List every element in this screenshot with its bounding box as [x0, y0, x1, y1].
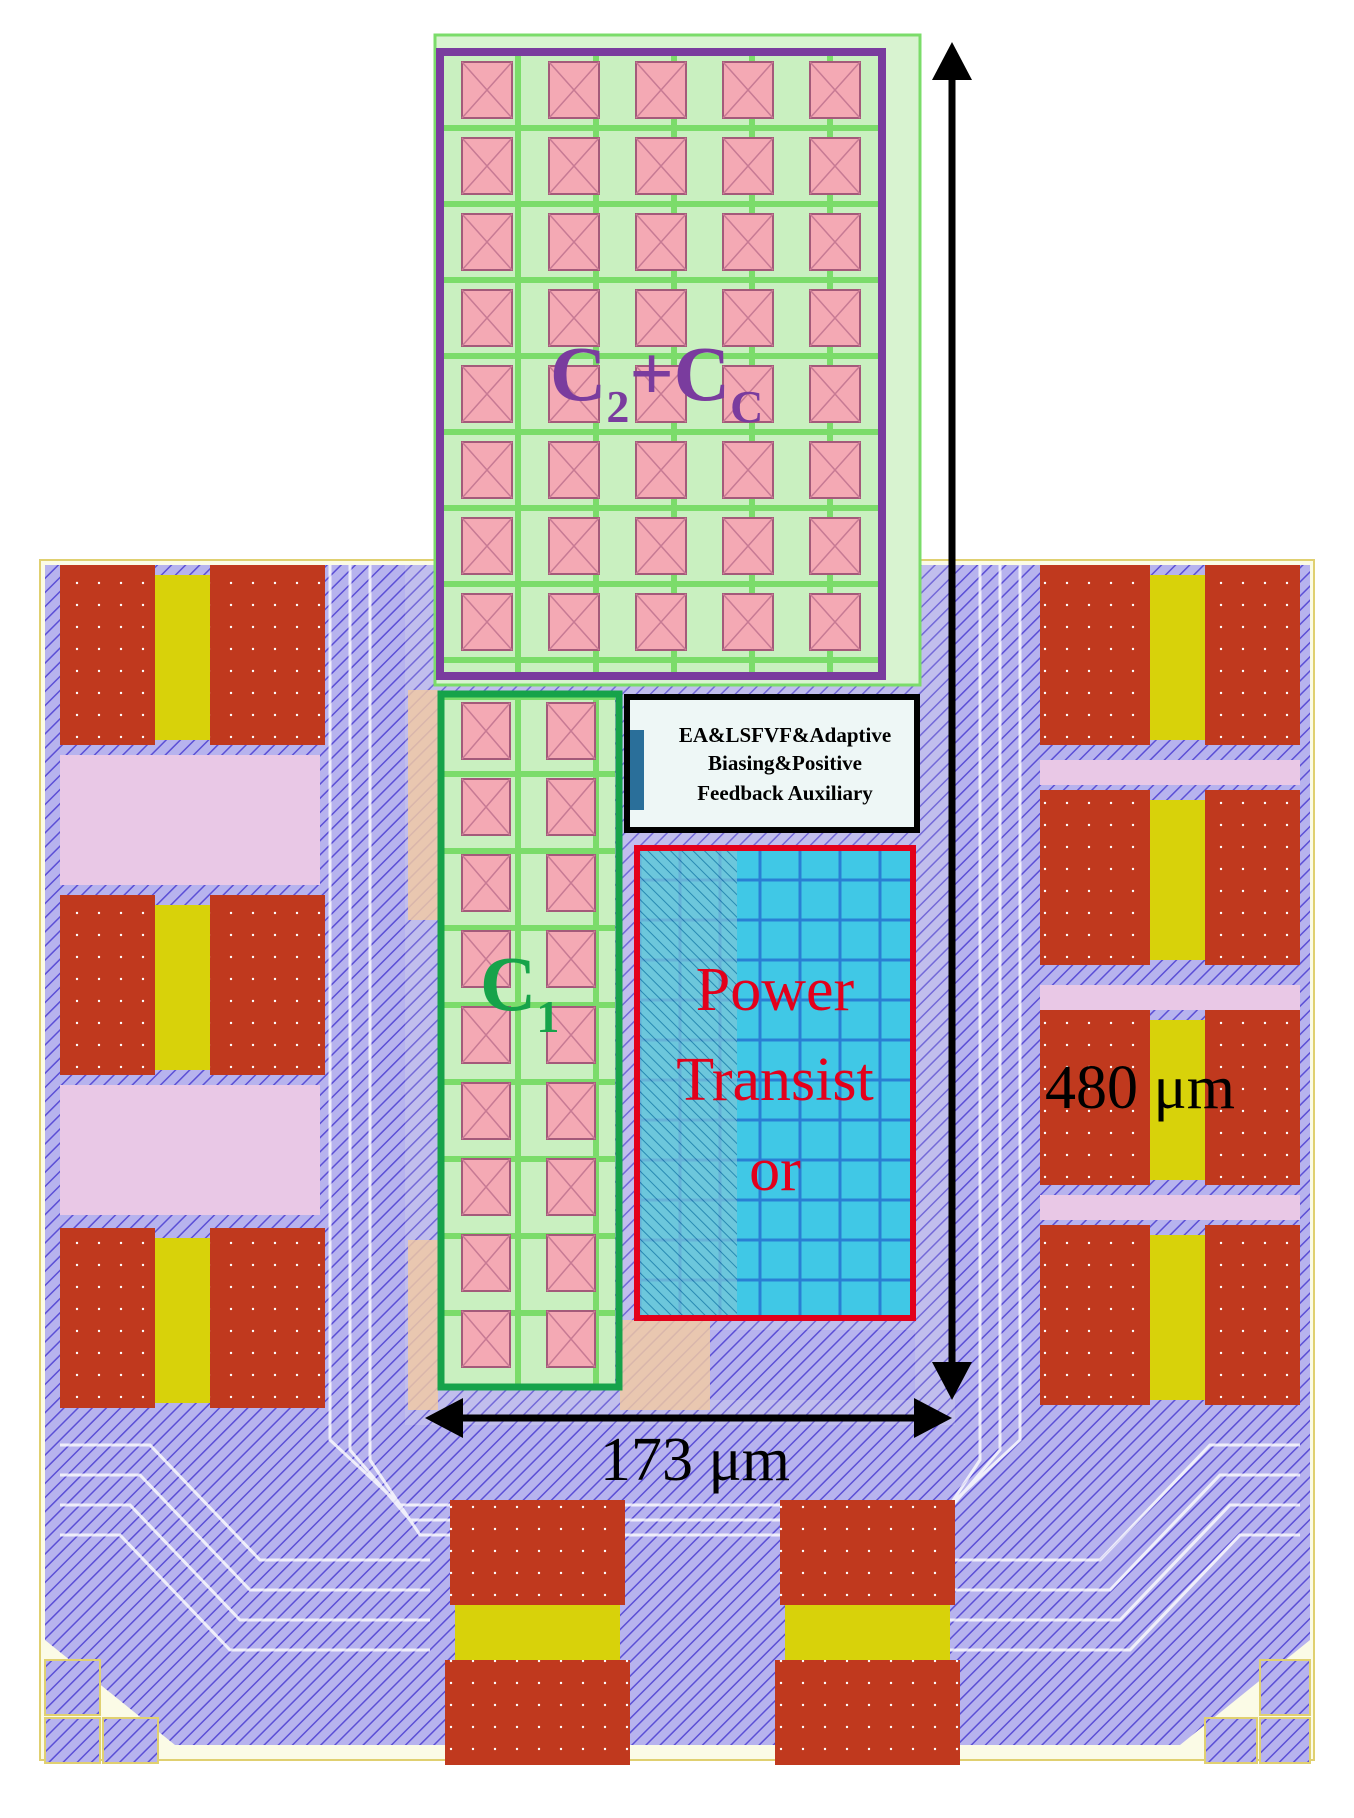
right-pad-1	[1040, 565, 1300, 745]
cap-left-label: C1	[480, 940, 559, 1042]
left-pad-2	[60, 895, 325, 1075]
svg-text:EA&LSFVF&Adaptive: EA&LSFVF&Adaptive	[679, 723, 891, 747]
cap-left-outline	[437, 690, 623, 1391]
left-pad-1	[60, 565, 325, 745]
cap-cells-top	[461, 61, 861, 651]
right-pad-4	[1040, 1225, 1300, 1405]
right-pad-3	[1040, 1010, 1300, 1185]
core-routing	[408, 690, 710, 1410]
bottom-pad-left	[445, 1500, 630, 1765]
control-block	[625, 695, 915, 830]
bottom-pad-right	[775, 1500, 960, 1765]
right-pad-2	[1040, 790, 1300, 965]
width-dimension-label: 173 μm	[600, 1426, 790, 1494]
power-transistor-label: Power Transist or	[676, 956, 874, 1204]
bottom-pads	[445, 1500, 960, 1765]
cap-top-outline	[436, 48, 886, 680]
cap-array-left	[440, 695, 615, 1385]
power-transistor-area	[637, 848, 915, 1400]
left-pads	[60, 565, 325, 1408]
svg-text:Feedback Auxiliary: Feedback Auxiliary	[697, 781, 873, 805]
svg-text:Power: Power	[696, 956, 855, 1024]
height-dimension-label: 480 μm	[1045, 1054, 1235, 1122]
height-dimension-arrow	[932, 42, 972, 1400]
control-block-outline	[624, 694, 920, 833]
svg-text:Transist: Transist	[676, 1046, 874, 1114]
cap-array-top	[433, 33, 922, 687]
routing-lines	[60, 565, 1300, 1652]
corner-pads	[44, 1659, 1311, 1764]
cap-cells-left	[461, 702, 596, 1368]
cap-top-label: C2+CC	[550, 330, 763, 432]
power-transistor-outline	[634, 845, 916, 1321]
width-dimension-arrow	[425, 1398, 952, 1438]
svg-text:or: or	[749, 1136, 801, 1204]
left-pad-3	[60, 1228, 325, 1408]
right-pads	[1040, 565, 1300, 1405]
svg-text:Biasing&Positive: Biasing&Positive	[708, 751, 862, 775]
left-stripe-strips	[60, 755, 1300, 1220]
control-block-label: EA&LSFVF&Adaptive Biasing&Positive Feedb…	[679, 723, 891, 805]
